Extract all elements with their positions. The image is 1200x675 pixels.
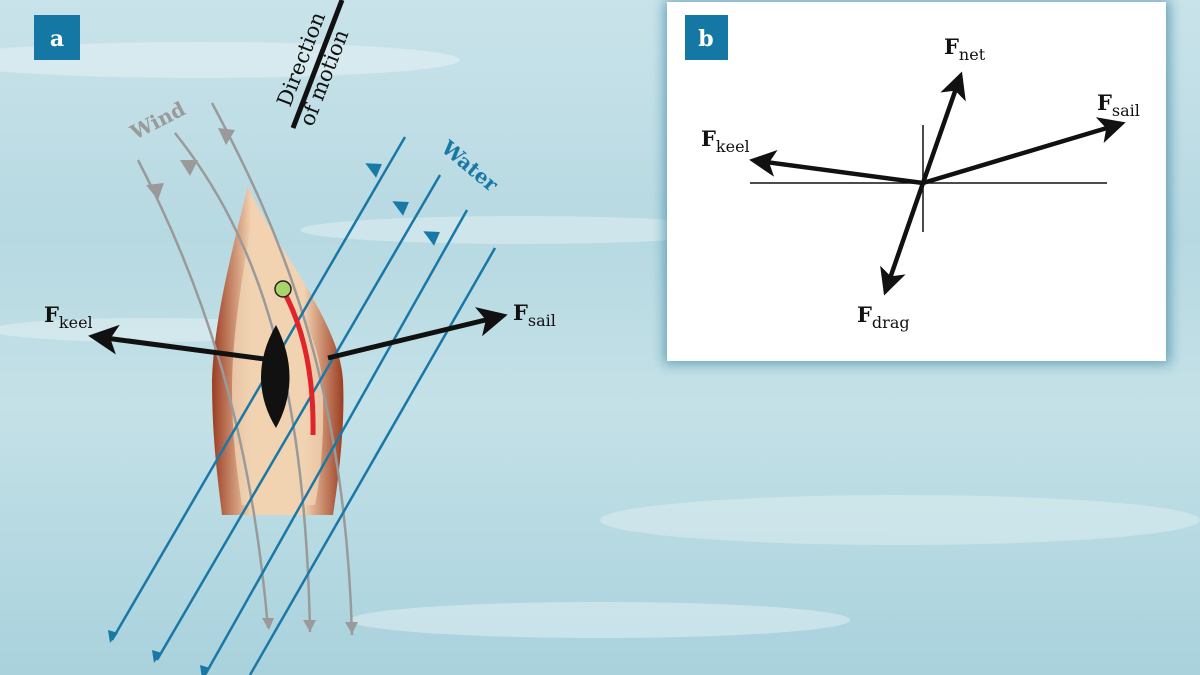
panel-a-label: a [34, 15, 80, 60]
fkeel-arrow-a [88, 324, 273, 363]
sail-line [280, 288, 316, 436]
svg-text:a: a [50, 26, 64, 52]
wind-streamlines [136, 102, 354, 636]
water-arrowheads [108, 163, 440, 675]
fsail-label-a: Fsail [513, 300, 556, 330]
fnet-arrow [920, 71, 966, 184]
fnet-label: Fnet [944, 34, 986, 64]
water-streamlines [110, 136, 497, 675]
fsail-arrow-b [922, 117, 1126, 186]
fkeel-label-a: Fkeel [44, 302, 93, 332]
water-label: Water [436, 135, 503, 197]
water-background [0, 42, 1200, 638]
panel-b-label: b [685, 15, 728, 60]
fkeel-label-b: Fkeel [701, 126, 750, 156]
fkeel-arrow-b [749, 149, 924, 186]
keel [261, 325, 290, 428]
svg-text:b: b [698, 26, 713, 52]
fdrag-label: Fdrag [857, 302, 910, 332]
fdrag-arrow [880, 182, 926, 296]
fsail-label-b: Fsail [1097, 90, 1140, 120]
fsail-arrow-a [327, 307, 508, 361]
mast [274, 280, 292, 298]
direction-of-motion-line [290, 0, 345, 129]
wind-arrowheads [146, 128, 358, 634]
